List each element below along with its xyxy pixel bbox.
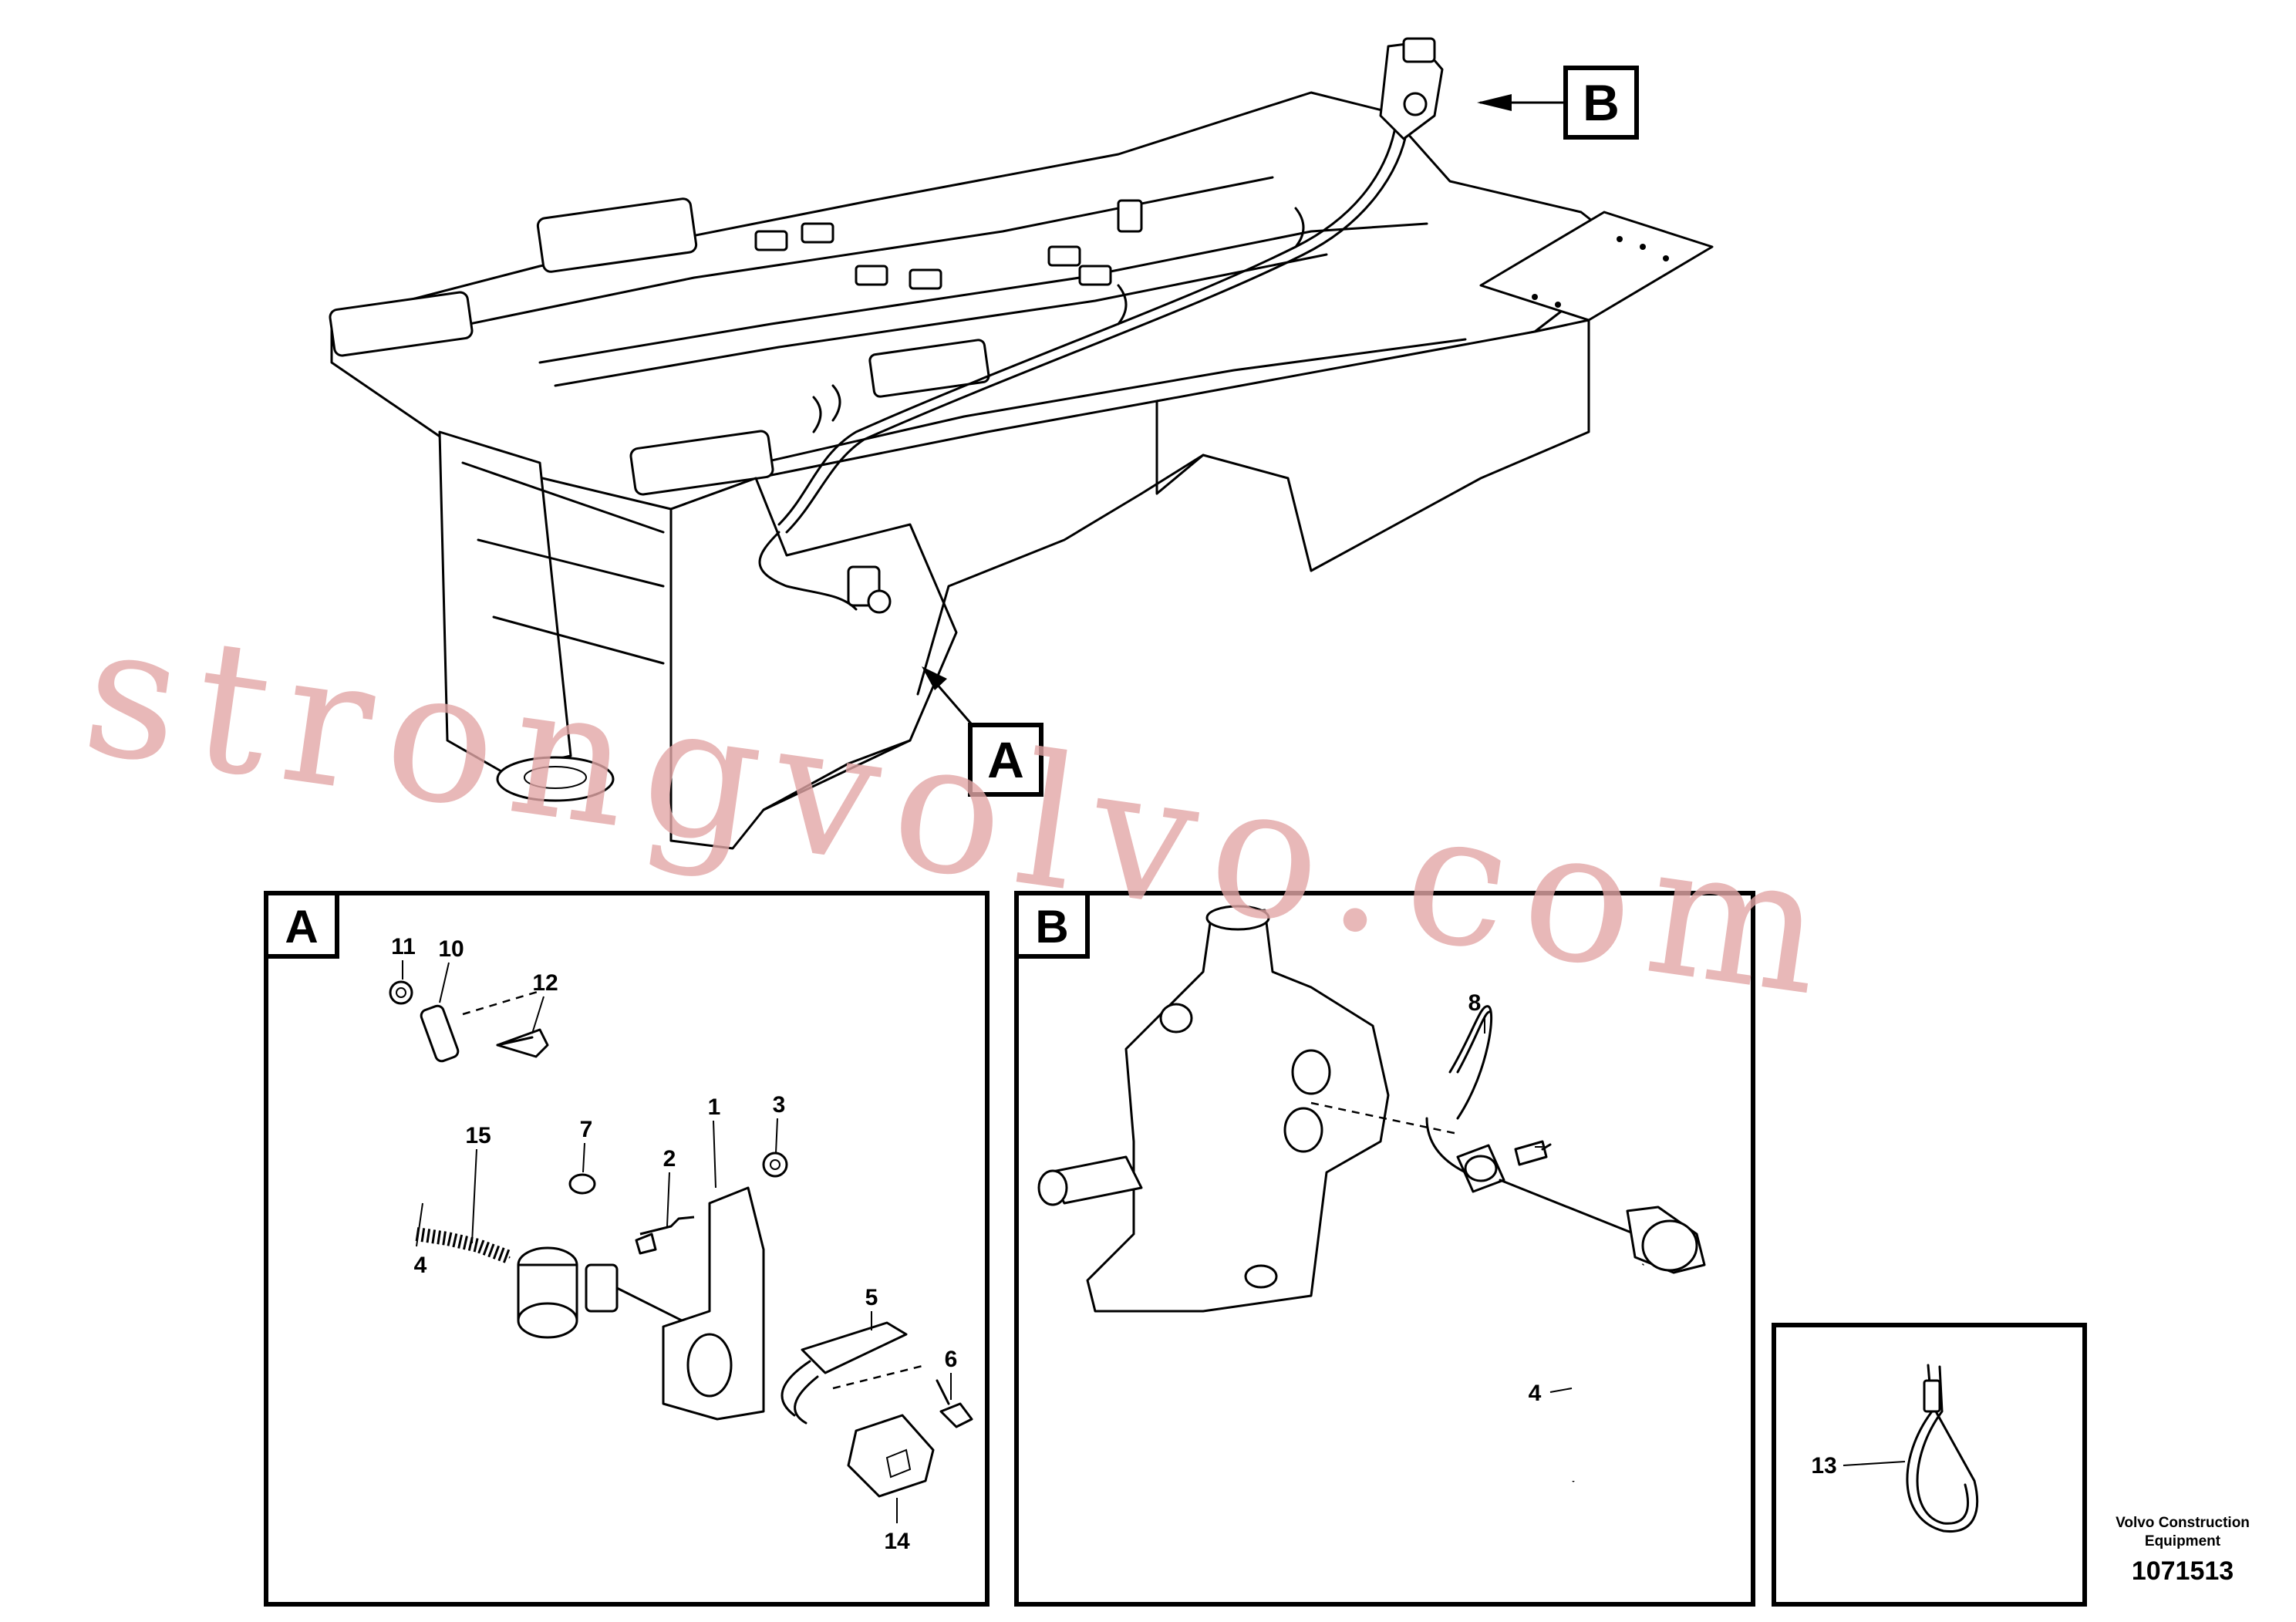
drawing-number: 1071513 — [2132, 1556, 2234, 1586]
label-10: 10 — [438, 936, 464, 962]
label-5: 5 — [865, 1285, 878, 1310]
detail-a-leaders — [402, 960, 952, 1523]
sensor-a-assembly — [847, 565, 892, 614]
label-3: 3 — [773, 1092, 786, 1118]
footer-company: Volvo Construction — [2116, 1515, 2250, 1531]
detail-b-panel: B — [1014, 891, 1755, 1607]
connector-b-assembly — [1379, 37, 1444, 140]
detail-b-leaders — [1484, 1018, 1573, 1393]
detail-b-tag: B — [1035, 901, 1068, 953]
label-14: 14 — [884, 1529, 910, 1554]
connector-14 — [847, 1414, 935, 1498]
footer-block: Volvo Construction Equipment 1071513 — [2116, 1515, 2250, 1586]
label-2: 2 — [663, 1146, 676, 1172]
label-15: 15 — [465, 1123, 491, 1148]
callout-a: A — [968, 723, 1043, 797]
footer-company-line2: Equipment — [2145, 1533, 2221, 1549]
sensor-8-flange — [1456, 1140, 1552, 1193]
label-7: 7 — [580, 1117, 593, 1142]
label-1: 1 — [708, 1094, 721, 1120]
label-4-b: 4 — [1529, 1381, 1542, 1406]
label-11: 11 — [391, 934, 416, 959]
detail-b-labels: 8 4 — [1468, 990, 1542, 1406]
detail-cable-tie-panel: 13 — [1772, 1323, 2087, 1607]
detail-a-panel: A — [264, 891, 990, 1607]
cable-tie — [1906, 1364, 1979, 1533]
engine-housing — [1037, 905, 1390, 1313]
label-4: 4 — [414, 1253, 427, 1278]
leader-a — [922, 666, 977, 730]
machine-frame-illustration: B A — [329, 37, 1714, 850]
label-6: 6 — [945, 1347, 958, 1372]
svg-text:B: B — [1583, 74, 1620, 131]
leader-b — [1477, 94, 1567, 111]
svg-text:A: A — [987, 731, 1024, 788]
label-12: 12 — [532, 970, 558, 996]
sensor-b-connector — [1626, 1206, 1706, 1274]
callout-b: B — [1563, 66, 1639, 140]
label-13: 13 — [1811, 1453, 1836, 1479]
detail-a-tag: A — [285, 901, 318, 953]
detail-a-labels: 11 10 12 15 7 1 3 2 4 5 6 14 — [391, 934, 957, 1554]
label-8: 8 — [1468, 990, 1482, 1016]
